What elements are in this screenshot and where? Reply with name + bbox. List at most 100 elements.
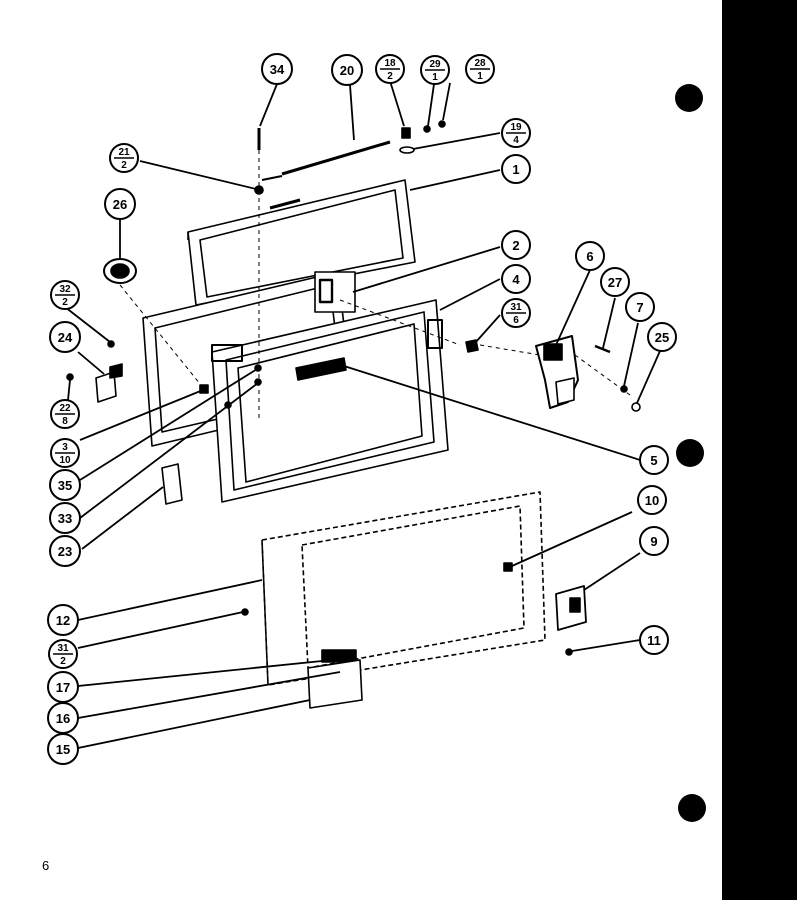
punch-hole-bottom bbox=[678, 794, 706, 822]
callout-31-6: 316 bbox=[501, 298, 531, 328]
callout-1: 1 bbox=[501, 154, 531, 184]
callout-18-2-bottom: 2 bbox=[387, 71, 393, 82]
part-26-knob bbox=[103, 258, 137, 284]
callout-2-top: 2 bbox=[512, 238, 519, 253]
callout-bubbles: 34 20 182 291 281 194 212 1 26 2 6 4 27 … bbox=[47, 53, 677, 765]
callout-21-2: 212 bbox=[109, 143, 139, 173]
callout-25-top: 25 bbox=[655, 330, 669, 345]
callout-26: 26 bbox=[104, 188, 136, 220]
callout-3-10: 310 bbox=[50, 438, 80, 468]
callout-35: 35 bbox=[49, 469, 81, 501]
part-20-rod bbox=[261, 140, 391, 181]
callout-23: 23 bbox=[49, 535, 81, 567]
callout-31-2: 312 bbox=[48, 639, 78, 669]
callout-3-10-bottom: 10 bbox=[59, 455, 71, 466]
callout-20: 20 bbox=[331, 54, 363, 86]
callout-31-2-top: 31 bbox=[57, 643, 69, 654]
callout-10: 10 bbox=[637, 485, 667, 515]
part-drawings bbox=[66, 120, 641, 709]
callout-22-8: 228 bbox=[50, 399, 80, 429]
callout-12-top: 12 bbox=[56, 613, 70, 628]
callout-19-4-top: 19 bbox=[510, 122, 522, 133]
callout-9: 9 bbox=[639, 526, 669, 556]
callout-4-top: 4 bbox=[512, 272, 520, 287]
callout-3-10-top: 3 bbox=[62, 442, 68, 453]
callout-29-1-bottom: 1 bbox=[432, 72, 438, 83]
callout-19-4-bottom: 4 bbox=[513, 135, 519, 146]
callout-11-top: 11 bbox=[647, 633, 661, 648]
callout-27: 27 bbox=[600, 267, 630, 297]
binder-edge-strip bbox=[722, 0, 797, 900]
callout-21-2-bottom: 2 bbox=[121, 160, 127, 171]
callout-22-8-bottom: 8 bbox=[62, 416, 68, 427]
callout-16: 16 bbox=[47, 702, 79, 734]
callout-15-top: 15 bbox=[56, 742, 70, 757]
callout-32-2-top: 32 bbox=[59, 284, 71, 295]
part-5-handle-bar bbox=[295, 357, 347, 381]
callout-29-1-top: 29 bbox=[429, 59, 441, 70]
callout-18-2: 182 bbox=[375, 54, 405, 84]
callout-33: 33 bbox=[49, 502, 81, 534]
part-10-clip bbox=[503, 562, 513, 572]
page-number: 6 bbox=[42, 858, 50, 873]
lower-door-panel bbox=[261, 491, 546, 686]
callout-12: 12 bbox=[47, 604, 79, 636]
punch-hole-middle bbox=[676, 439, 704, 467]
callout-25: 25 bbox=[647, 322, 677, 352]
callout-23-top: 23 bbox=[58, 544, 72, 559]
callout-35-top: 35 bbox=[58, 478, 72, 493]
callout-11: 11 bbox=[639, 625, 669, 655]
part-24-bracket bbox=[95, 363, 123, 403]
callout-6-top: 6 bbox=[586, 249, 593, 264]
assembly-guide-lines bbox=[119, 150, 631, 420]
callout-31-6-bottom: 6 bbox=[513, 315, 519, 326]
callout-32-2-bottom: 2 bbox=[62, 297, 68, 308]
callout-27-top: 27 bbox=[608, 275, 622, 290]
callout-33-top: 33 bbox=[58, 511, 72, 526]
callout-7: 7 bbox=[625, 292, 655, 322]
callout-7-top: 7 bbox=[636, 300, 643, 315]
callout-6: 6 bbox=[575, 241, 605, 271]
callout-34: 34 bbox=[261, 53, 293, 85]
part-17-handle bbox=[321, 649, 357, 663]
callout-17-top: 17 bbox=[56, 680, 70, 695]
callout-34-top: 34 bbox=[270, 62, 285, 77]
punch-hole-top bbox=[675, 84, 703, 112]
part-23-bracket bbox=[161, 463, 183, 505]
leader-lines bbox=[64, 80, 661, 749]
part-11-screw bbox=[565, 648, 573, 656]
callout-31-6-top: 31 bbox=[510, 302, 522, 313]
part-9-box bbox=[555, 585, 587, 631]
callout-22-8-top: 22 bbox=[59, 403, 71, 414]
callout-31-2-bottom: 2 bbox=[60, 656, 66, 667]
parts-27-7-25 bbox=[594, 344, 641, 412]
callout-29-1: 291 bbox=[420, 55, 450, 85]
callout-19-4: 194 bbox=[501, 118, 531, 148]
callout-28-1-bottom: 1 bbox=[477, 71, 483, 82]
callout-28-1: 281 bbox=[465, 54, 495, 84]
callout-5: 5 bbox=[639, 445, 669, 475]
callout-17: 17 bbox=[47, 671, 79, 703]
small-hardware-top bbox=[399, 120, 446, 154]
callout-18-2-top: 18 bbox=[384, 58, 396, 69]
callout-26-top: 26 bbox=[113, 197, 127, 212]
part-4-door-frame bbox=[211, 299, 449, 503]
callout-28-1-top: 28 bbox=[474, 58, 486, 69]
callout-4: 4 bbox=[501, 264, 531, 294]
part-15-bottom-trim bbox=[307, 659, 363, 709]
callout-24-top: 24 bbox=[58, 330, 73, 345]
callout-1-top: 1 bbox=[512, 162, 519, 177]
callout-16-top: 16 bbox=[56, 711, 70, 726]
callout-32-2: 322 bbox=[50, 280, 80, 310]
callout-24: 24 bbox=[49, 321, 81, 353]
part-1-top-frame bbox=[187, 179, 416, 306]
callout-10-top: 10 bbox=[645, 493, 659, 508]
callout-21-2-top: 21 bbox=[118, 147, 130, 158]
callout-2: 2 bbox=[501, 230, 531, 260]
callout-5-top: 5 bbox=[650, 453, 657, 468]
callout-15: 15 bbox=[47, 733, 79, 765]
part-6-hinge bbox=[535, 335, 579, 409]
callout-20-top: 20 bbox=[340, 63, 354, 78]
